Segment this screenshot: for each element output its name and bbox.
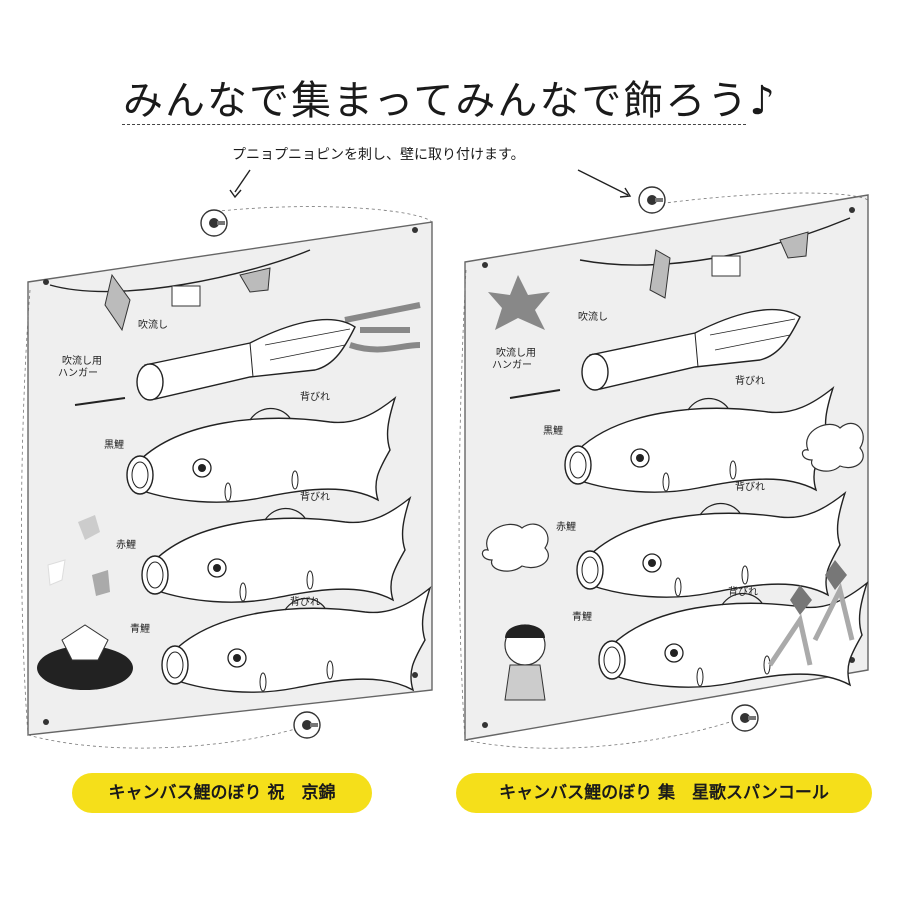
right-pin-top-icon (638, 186, 666, 214)
title-divider (122, 124, 746, 125)
caption-right: キャンバス鯉のぼり 集 星歌スパンコール (456, 773, 872, 813)
page-title: みんなで集まってみんなで飾ろう♪ (123, 78, 777, 124)
left-label-hanger-2: ハンガー (58, 367, 98, 379)
instruction-text: プニョプニョピンを刺し、壁に取り付けます。 (232, 147, 525, 163)
right-label-magoi: 黒鯉 (543, 424, 563, 437)
right-label-higoi: 赤鯉 (556, 520, 576, 533)
left-pin-top-icon (200, 209, 228, 237)
left-label-sebire-2: 背びれ (300, 490, 330, 503)
right-label-hanger-1: 吹流し用 (496, 346, 536, 359)
right-pin-bottom-icon (731, 704, 759, 732)
left-label-sebire-1: 背びれ (300, 390, 330, 403)
right-label-sebire-2: 背びれ (735, 480, 765, 493)
left-label-sebire-3: 背びれ (290, 595, 320, 608)
left-label-higoi: 赤鯉 (116, 538, 136, 551)
right-label-fukinagashi: 吹流し (578, 310, 608, 323)
right-label-sebire-3: 背びれ (728, 585, 758, 598)
arrow-left (234, 169, 251, 193)
caption-left: キャンバス鯉のぼり 祝 京錦 (72, 773, 372, 813)
right-label-hanger-2: ハンガー (492, 359, 532, 371)
left-label-magoi: 黒鯉 (104, 438, 124, 451)
left-label-aogoi: 青鯉 (130, 622, 150, 635)
left-label-fukinagashi: 吹流し (138, 318, 168, 331)
right-panel: 吹流し 吹流し用 ハンガー 黒鯉 赤鯉 青鯉 背びれ 背びれ 背びれ (458, 186, 869, 749)
arrow-right (577, 169, 629, 196)
right-label-sebire-1: 背びれ (735, 374, 765, 387)
right-label-aogoi: 青鯉 (572, 610, 592, 623)
left-pin-bottom-icon (293, 711, 321, 739)
left-panel: 吹流し 吹流し用 ハンガー 黒鯉 赤鯉 青鯉 背びれ 背びれ 背びれ (21, 206, 433, 749)
left-label-hanger-1: 吹流し用 (62, 354, 102, 367)
